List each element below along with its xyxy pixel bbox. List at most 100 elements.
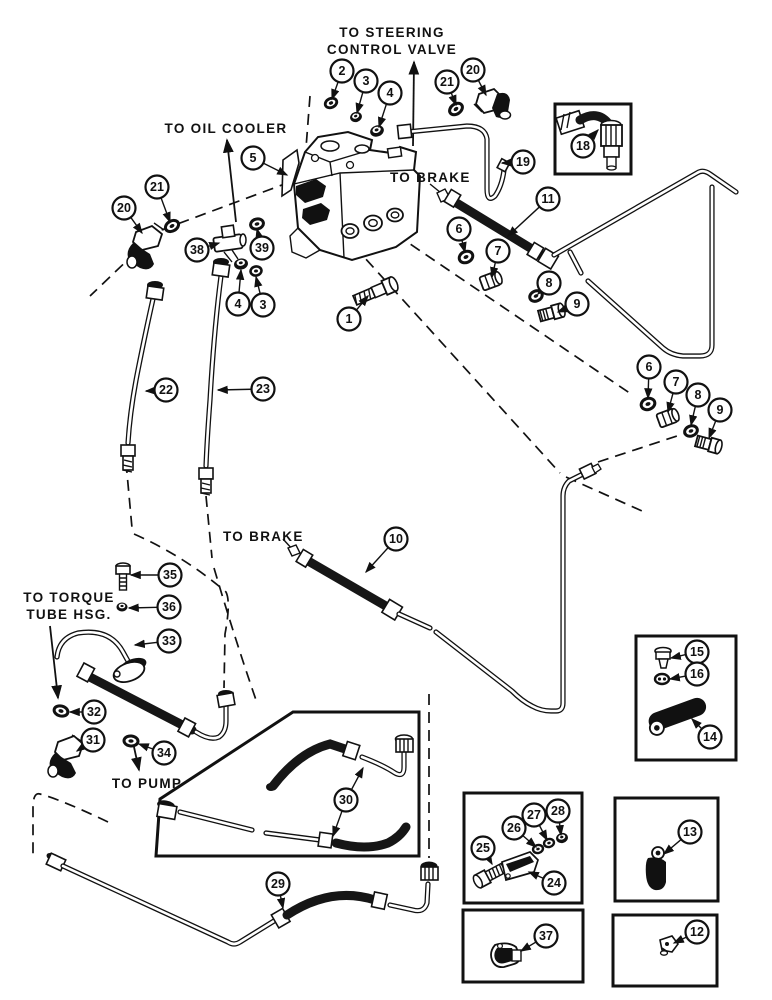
oring-32: [52, 704, 70, 718]
hose-22: [120, 281, 165, 473]
svg-text:11: 11: [541, 192, 554, 206]
svg-text:3: 3: [260, 298, 267, 312]
washer-27: [542, 837, 556, 849]
svg-text:38: 38: [190, 243, 204, 257]
callout-29: 29: [265, 871, 291, 910]
callout-25: 25: [470, 835, 496, 866]
svg-text:29: 29: [271, 877, 285, 891]
tee-fitting-38: [212, 224, 247, 263]
callout-31: 31: [75, 727, 106, 753]
svg-text:2: 2: [339, 64, 346, 78]
callout-20: 20: [111, 195, 143, 235]
washer-8b: [683, 424, 699, 438]
svg-text:7: 7: [673, 375, 680, 389]
elbow-hose-18: [555, 109, 623, 171]
brake-pipe-right: [554, 171, 736, 356]
callout-13: 13: [662, 819, 703, 855]
callout-27: 27: [521, 802, 548, 842]
callout-9: 9: [556, 291, 590, 317]
callout-6: 6: [446, 216, 472, 254]
callout-39: 39: [249, 227, 275, 261]
svg-text:25: 25: [476, 841, 490, 855]
bolt-25: [472, 862, 507, 889]
nut-4-left: [234, 258, 248, 270]
plug-15: [654, 646, 672, 669]
brake-pipe-lower: [399, 462, 602, 711]
brake-valve-body: [281, 130, 422, 262]
clamp-37: [490, 942, 522, 969]
tube-assembly-30-lower: [155, 800, 411, 852]
svg-text:4: 4: [387, 86, 394, 100]
svg-text:26: 26: [507, 821, 521, 835]
callout-37: 37: [519, 923, 559, 952]
svg-text:21: 21: [150, 180, 164, 194]
callout-4: 4: [377, 80, 403, 129]
svg-text:39: 39: [255, 241, 269, 255]
clip-16: [653, 672, 671, 686]
inset-box-30: [154, 710, 421, 858]
svg-text:8: 8: [695, 388, 702, 402]
callout-14: 14: [691, 718, 723, 750]
svg-text:15: 15: [690, 645, 704, 659]
svg-text:28: 28: [551, 804, 565, 818]
brake-hose-11: [436, 188, 560, 271]
valve-port: [340, 207, 404, 239]
elbow-31: [47, 734, 85, 779]
label-to-brake-upper: TO BRAKE: [390, 170, 471, 185]
label-to-oil-cooler: TO OIL COOLER: [165, 121, 288, 136]
svg-text:36: 36: [162, 600, 176, 614]
bolt-1: [351, 275, 399, 307]
svg-text:9: 9: [574, 297, 581, 311]
svg-text:18: 18: [576, 139, 590, 153]
callout-9: 9: [707, 397, 733, 440]
svg-text:10: 10: [389, 532, 403, 546]
plug-9a: [536, 302, 566, 323]
callout-2: 2: [329, 58, 355, 101]
callout-5: 5: [240, 145, 289, 176]
elbow-fitting-20-top: [473, 87, 512, 120]
hose-assembly-30-upper: [266, 734, 414, 791]
label-to-pump: TO PUMP: [112, 776, 182, 791]
callout-8: 8: [536, 270, 562, 296]
nut-4-top: [370, 125, 384, 137]
callout-3: 3: [250, 275, 276, 318]
hose-29-assembly: [45, 852, 439, 944]
inset-box-18: [553, 102, 633, 176]
callout-11: 11: [506, 186, 561, 237]
svg-text:12: 12: [690, 925, 704, 939]
callout-26: 26: [501, 815, 538, 848]
callout-35: 35: [129, 562, 183, 588]
inset-box-37: [461, 908, 585, 984]
svg-text:14: 14: [703, 730, 717, 744]
callout-4: 4: [225, 268, 251, 317]
svg-text:27: 27: [527, 808, 541, 822]
callout-38: 38: [184, 237, 221, 263]
callout-7: 7: [663, 369, 689, 414]
svg-text:19: 19: [516, 155, 530, 169]
nut-3-top: [350, 111, 362, 123]
svg-text:32: 32: [87, 705, 101, 719]
callout-28: 28: [545, 798, 571, 837]
washer-6b: [639, 396, 657, 412]
brake-hose-10: [287, 544, 404, 622]
callout-34: 34: [137, 740, 177, 766]
strap-14: [648, 697, 707, 736]
callout-12: 12: [672, 919, 710, 945]
oring-39: [249, 217, 265, 231]
callout-24: 24: [527, 870, 567, 896]
elbow-fitting-20-left: [126, 222, 165, 270]
svg-text:33: 33: [162, 634, 176, 648]
fitting-7a: [478, 270, 503, 291]
svg-text:23: 23: [256, 382, 270, 396]
callout-1: 1: [336, 294, 369, 332]
svg-text:34: 34: [157, 746, 171, 760]
callout-3: 3: [353, 68, 379, 115]
hose-23: [198, 258, 231, 496]
callout-6: 6: [636, 354, 662, 400]
svg-text:13: 13: [683, 825, 697, 839]
bolt-35: [115, 562, 131, 591]
oil-cooler-arrow: [223, 138, 237, 223]
svg-text:6: 6: [646, 360, 653, 374]
